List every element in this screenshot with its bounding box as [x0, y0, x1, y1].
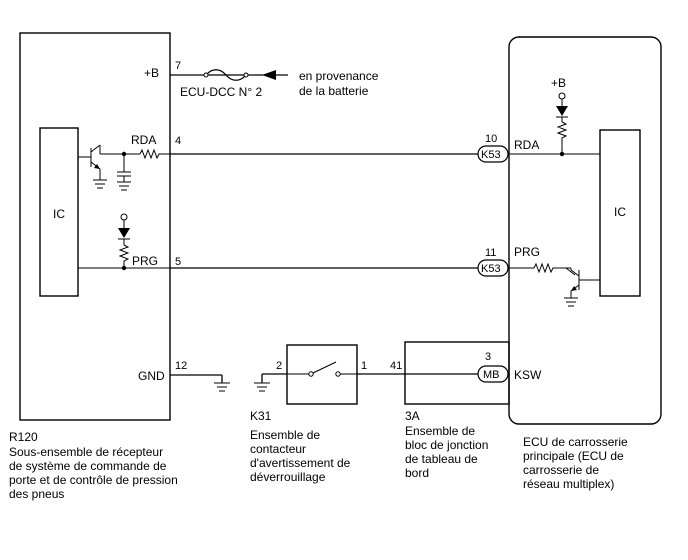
right-ic-label: IC — [614, 205, 626, 219]
left-pin-7: 7 — [175, 60, 181, 72]
left-desc-line-2: de système de commande de — [9, 459, 167, 473]
switch-id: K31 — [250, 409, 272, 423]
left-gnd-label: GND — [138, 369, 165, 383]
ksw-connector-badge — [477, 365, 509, 383]
junction-desc-line-2: bloc de jonction — [405, 438, 488, 452]
left-rda-label: RDA — [131, 133, 156, 147]
right-transistor-collector — [570, 269, 580, 277]
junction-desc-line-1: Ensemble de — [405, 424, 475, 438]
ksw-connector-label: MB — [483, 369, 500, 381]
fuse-right-end — [243, 72, 249, 78]
switch-desc-line-1: Ensemble de — [250, 428, 320, 442]
switch-contact-right — [335, 371, 341, 377]
right-prg-resistor — [533, 262, 566, 274]
junction-desc-line-3: de tableau de — [405, 452, 478, 466]
left-desc-line-3: porte et de contrôle de pression — [9, 473, 178, 487]
fuse-source-line-1: en provenance — [299, 69, 379, 83]
left-pullup-diode-icon — [118, 228, 130, 238]
left-desc-line-4: des pneus — [9, 487, 64, 501]
rda-connector-label: K53 — [481, 149, 501, 161]
right-rda-label: RDA — [514, 138, 539, 152]
left-plus-b-label: +B — [144, 66, 159, 80]
right-desc-line-3: carrosserie de — [523, 463, 599, 477]
switch-contact-left — [308, 371, 314, 377]
right-transistor-arrow — [571, 286, 577, 291]
right-pin-10: 10 — [485, 133, 497, 145]
left-pullup-resistor — [118, 244, 130, 268]
right-pullup-resistor — [556, 121, 568, 154]
switch-pin-1: 1 — [361, 360, 367, 372]
switch-lever — [312, 361, 337, 374]
right-desc-line-2: principale (ECU de — [523, 449, 624, 463]
left-prg-label: PRG — [132, 254, 158, 268]
right-ic-box — [599, 129, 641, 297]
right-pullup-diode-icon — [556, 106, 568, 116]
left-rda-resistor — [139, 148, 170, 160]
left-transistor-collector — [90, 144, 101, 153]
prg-connector-label: K53 — [481, 263, 501, 275]
left-internal-plus-b-terminal — [120, 213, 128, 221]
switch-desc-line-2: contacteur — [250, 442, 306, 456]
junction-desc-line-4: bord — [405, 466, 429, 480]
right-desc-line-1: ECU de carrosserie — [523, 435, 628, 449]
right-transistor-c-wire — [565, 267, 576, 276]
right-pin-11: 11 — [485, 247, 496, 259]
left-ic-label: IC — [53, 207, 65, 221]
right-pin-3: 3 — [485, 351, 491, 363]
left-prg-node — [121, 265, 127, 271]
left-ic-box — [39, 127, 79, 297]
right-ksw-label: KSW — [514, 368, 542, 382]
switch-pin-2: 2 — [276, 360, 282, 372]
fuse-left-end — [203, 72, 209, 78]
switch-desc-line-4: déverrouillage — [250, 470, 326, 484]
junction-id: 3A — [405, 409, 420, 423]
left-pin-4: 4 — [175, 135, 181, 147]
right-plus-b-terminal — [558, 92, 566, 100]
right-plus-b-label: +B — [551, 76, 566, 90]
right-prg-label: PRG — [514, 245, 540, 259]
battery-arrow-icon — [262, 70, 276, 80]
left-desc-line-1: Sous-ensemble de récepteur — [9, 445, 163, 459]
left-pin-5: 5 — [175, 256, 181, 268]
fuse-symbol — [205, 69, 247, 81]
fuse-label: ECU-DCC N° 2 — [180, 85, 262, 99]
junction-pin-41: 41 — [390, 360, 402, 372]
left-transistor-arrow — [94, 164, 100, 169]
right-desc-line-4: réseau multiplex) — [523, 477, 614, 491]
left-component-box — [19, 32, 171, 421]
fuse-source-line-2: de la batterie — [299, 84, 369, 98]
left-pin-12: 12 — [175, 360, 187, 372]
right-component-box — [508, 36, 662, 425]
switch-desc-line-3: d'avertissement de — [250, 456, 351, 470]
left-component-id: R120 — [9, 430, 38, 444]
